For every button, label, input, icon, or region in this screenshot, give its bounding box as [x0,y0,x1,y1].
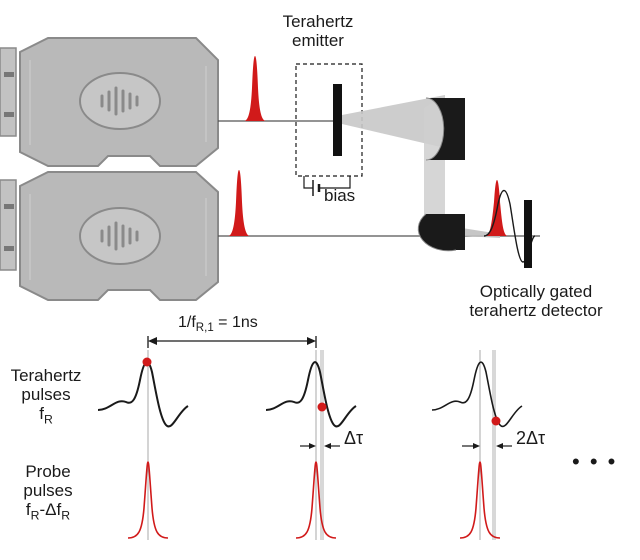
probe-pulses-label: Probe pulses fR-ΔfR [2,462,94,523]
period-label-sub: R,1 [195,322,214,335]
reference-lines-gray-bars [320,350,496,540]
thz-detector [483,180,536,268]
sample-point-2 [317,402,327,412]
probe-pulse-3 [459,461,501,539]
delay-marker-2 [462,443,512,449]
period-label-prefix: 1/f [178,314,196,331]
probe-freq-dash: -Δf [39,500,62,520]
period-label-suffix: = 1ns [213,314,258,331]
optical-pulse-upper [244,56,266,121]
thz-pulses-freq: fR [0,404,92,427]
detector-label-line2: terahertz detector [469,301,603,321]
thz-pulses-line1: Terahertz [10,366,82,385]
emitter-label-line1: Terahertz [282,12,354,31]
thz-waveform-2 [265,361,357,428]
probe-pulse-1 [127,461,169,539]
parabolic-mirror-lower-icon [417,213,465,252]
delay-label-2: 2Δτ [516,428,546,448]
thz-pulses-line2: pulses [21,385,71,405]
probe-freq-sub2: R [61,508,71,523]
sample-point-3 [491,416,501,426]
period-arrow [147,336,317,348]
bias-label: bias [324,186,356,205]
probe-freq-f: f [25,500,31,520]
delay-label-1: Δτ [344,428,364,448]
thz-waveform-3 [431,361,523,428]
detector-label: Optically gated terahertz detector [436,282,636,320]
optical-pulse-lower [228,170,250,236]
probe-pulses [127,461,501,539]
emitter-label-line2: emitter [292,31,344,51]
probe-pulses-line1: Probe [25,462,71,481]
laser-1-icon [0,37,219,167]
probe-pulses-freq: fR-ΔfR [2,500,94,523]
thz-waveform-1 [97,361,189,428]
emitter-label: Terahertz emitter [248,12,388,50]
thz-freq-sub: R [43,412,53,427]
ellipsis-label: • • • [572,449,618,474]
probe-pulses-line2: pulses [23,481,73,501]
detector-label-line1: Optically gated [479,282,593,301]
thz-pulses-label: Terahertz pulses fR [0,366,92,427]
parabolic-mirror-upper-icon [425,97,465,161]
probe-freq-sub1: R [30,508,40,523]
thz-beam [342,95,500,238]
thz-emitter [295,63,363,196]
thz-freq-f: f [39,404,44,424]
probe-pulse-2 [295,461,337,539]
sample-point-1 [142,357,152,367]
delay-marker-1 [300,443,340,449]
period-label: 1/fR,1 = 1ns [178,314,258,335]
laser-2-icon [0,171,219,301]
reference-lines [147,350,481,540]
